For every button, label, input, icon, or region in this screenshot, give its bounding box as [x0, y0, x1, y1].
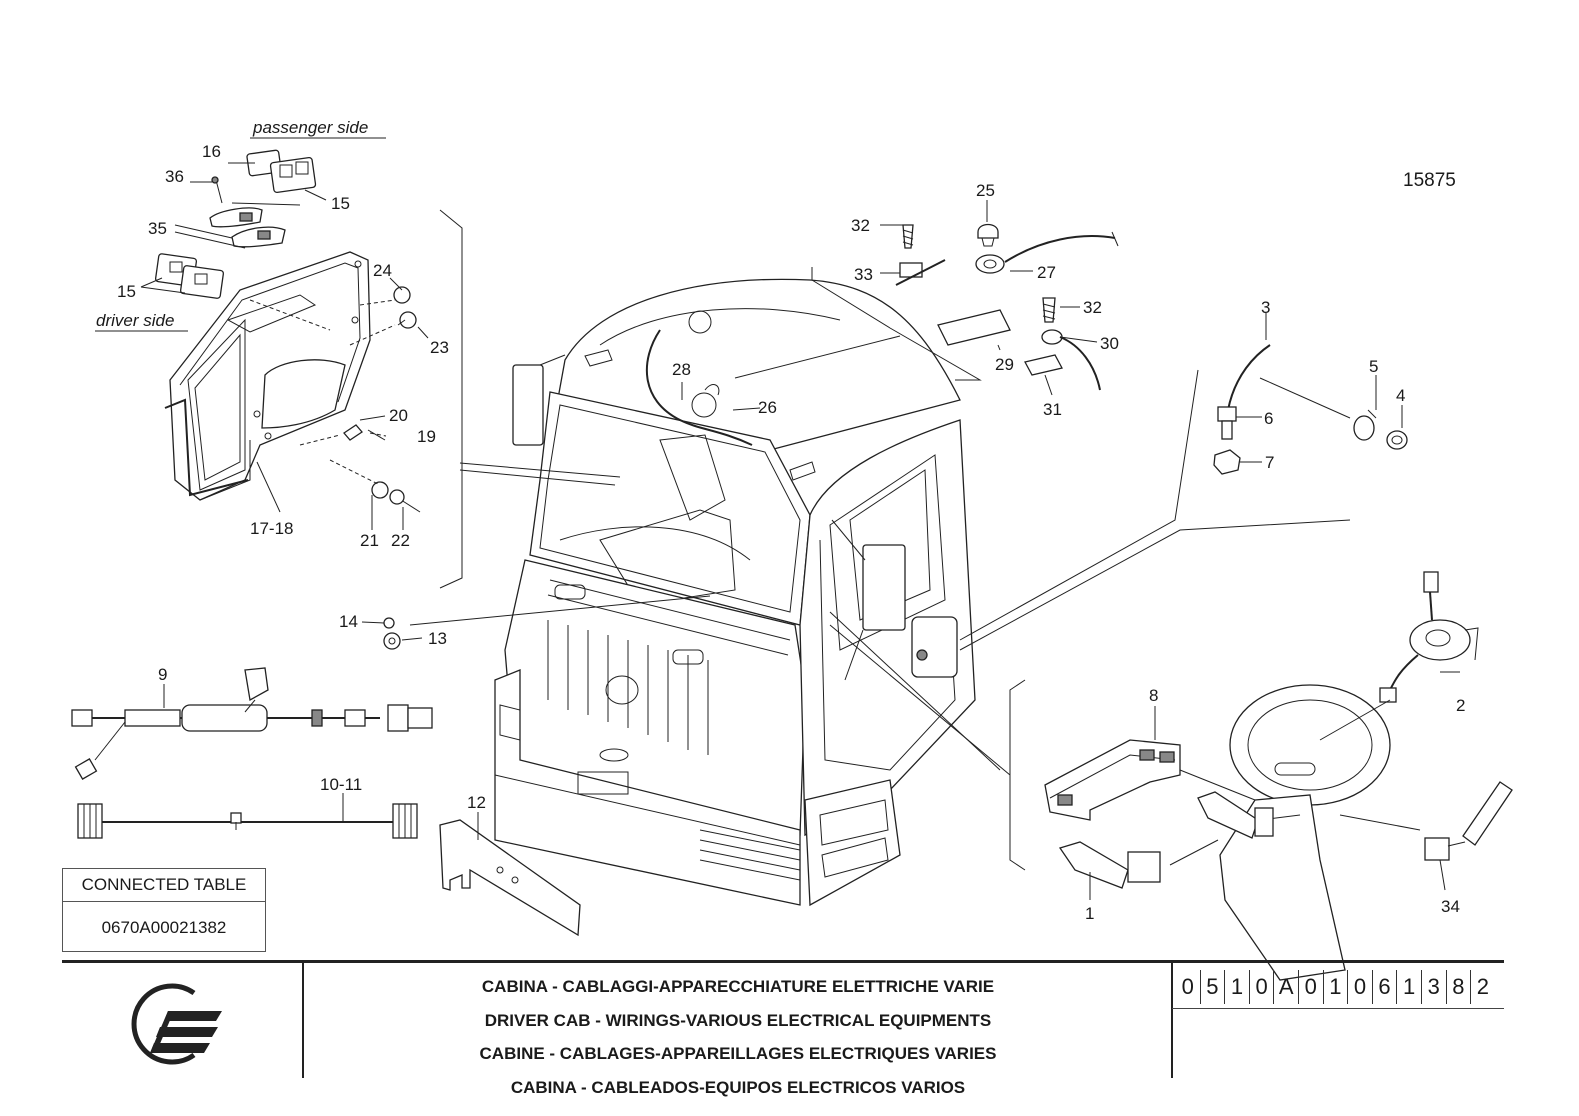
callout-9: 9 — [158, 665, 167, 684]
callout-1: 1 — [1085, 904, 1094, 923]
driver-cab-drawing — [494, 278, 976, 907]
callout-2: 2 — [1456, 696, 1465, 715]
callout-6: 6 — [1264, 409, 1273, 428]
doc-digit: 1 — [1324, 970, 1349, 1004]
door-panel-drawing — [164, 251, 371, 501]
callout-25: 25 — [976, 181, 995, 200]
doc-digit: 8 — [1447, 970, 1472, 1004]
wiring-harness-10-11-drawing — [77, 803, 418, 839]
callout-12: 12 — [467, 793, 486, 812]
connected-table: CONNECTED TABLE 0670A00021382 — [62, 868, 266, 952]
callout-3: 3 — [1261, 298, 1270, 317]
callout-14: 14 — [339, 612, 358, 631]
roof-wiring-parts-drawing — [895, 223, 1119, 391]
doc-digit: 0 — [1299, 970, 1324, 1004]
callout-15-driver: 15 — [117, 282, 136, 301]
callout-21: 21 — [360, 531, 379, 550]
callout-22: 22 — [391, 531, 410, 550]
title-block-titles: CABINA - CABLAGGI-APPARECCHIATURE ELETTR… — [305, 972, 1171, 1106]
title-spanish: CABINA - CABLEADOS-EQUIPOS ELECTRICOS VA… — [510, 1077, 966, 1097]
callout-32-top: 32 — [851, 216, 870, 235]
callout-29: 29 — [995, 355, 1014, 374]
callout-24: 24 — [373, 261, 392, 280]
callout-19: 19 — [417, 427, 436, 446]
wiring-harness-9-drawing — [71, 667, 433, 780]
title-block-divider-right — [1171, 962, 1173, 1078]
title-italian: CABINA - CABLAGGI-APPARECCHIATURE ELETTR… — [481, 977, 995, 996]
callout-35: 35 — [148, 219, 167, 238]
doc-digit: 1 — [1397, 970, 1422, 1004]
callout-17-18: 17-18 — [250, 519, 293, 538]
doc-digit: 0 — [1176, 970, 1201, 1004]
callout-20: 20 — [389, 406, 408, 425]
callout-26: 26 — [758, 398, 777, 417]
drawing-reference-number: 15875 — [1403, 170, 1456, 191]
doc-digit: 0 — [1348, 970, 1373, 1004]
title-block-divider-left — [302, 962, 304, 1078]
doc-digit: 6 — [1373, 970, 1398, 1004]
callout-30: 30 — [1100, 334, 1119, 353]
callout-4: 4 — [1396, 386, 1405, 405]
company-logo-icon — [131, 983, 222, 1065]
callout-27: 27 — [1037, 263, 1056, 282]
fasteners-drawing — [343, 286, 421, 650]
steering-column-drawing — [1044, 571, 1513, 981]
driver-side-label: driver side — [96, 311, 174, 330]
callout-33: 33 — [854, 265, 873, 284]
callout-36: 36 — [165, 167, 184, 186]
leader-lines — [95, 137, 1460, 900]
doc-number-underline — [1172, 1008, 1504, 1009]
sensor-parts-drawing — [1213, 344, 1408, 475]
callout-13: 13 — [428, 629, 447, 648]
callout-23: 23 — [430, 338, 449, 357]
connected-table-header: CONNECTED TABLE — [63, 869, 265, 902]
callout-10-11: 10-11 — [320, 775, 362, 794]
callout-34: 34 — [1441, 897, 1460, 916]
callout-8: 8 — [1149, 686, 1158, 705]
bracket-12-drawing — [439, 819, 581, 937]
callout-32-right: 32 — [1083, 298, 1102, 317]
callout-16: 16 — [202, 142, 221, 161]
callout-5: 5 — [1369, 357, 1378, 376]
callout-28: 28 — [672, 360, 691, 379]
title-english: DRIVER CAB - WIRINGS-VARIOUS ELECTRICAL … — [484, 1010, 992, 1030]
title-block-top-rule — [62, 960, 1504, 963]
doc-digit: 5 — [1201, 970, 1226, 1004]
doc-digit: 0 — [1250, 970, 1275, 1004]
callout-15-passenger: 15 — [331, 194, 350, 213]
title-french: CABINE - CABLAGES-APPAREILLAGES ELECTRIQ… — [479, 1044, 997, 1063]
doc-digit: A — [1274, 970, 1299, 1004]
callout-7: 7 — [1265, 453, 1274, 472]
connected-table-value: 0670A00021382 — [101, 918, 227, 937]
doc-digit: 3 — [1422, 970, 1447, 1004]
passenger-side-label: passenger side — [252, 118, 368, 137]
window-switch-passenger-drawing — [209, 149, 317, 248]
callout-31: 31 — [1043, 400, 1062, 419]
window-switch-driver-drawing — [154, 253, 225, 299]
doc-digit: 2 — [1476, 974, 1490, 999]
doc-digit: 1 — [1225, 970, 1250, 1004]
document-number: 0 5 1 0 A 0 1 0 6 1 3 8 2 — [1176, 970, 1495, 1004]
